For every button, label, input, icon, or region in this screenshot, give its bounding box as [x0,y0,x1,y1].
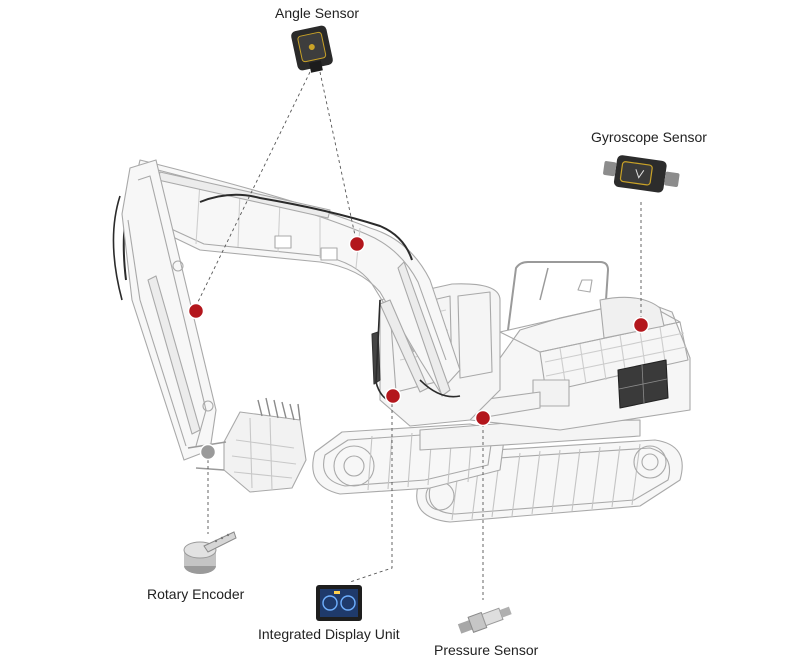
arm [121,159,217,461]
pressure-sensor-icon [457,606,512,634]
marker-display[interactable] [384,387,402,405]
upper-body [469,261,691,431]
leader-display [349,404,393,583]
angle-sensor-icon [291,25,333,73]
marker-rotary[interactable] [199,443,217,461]
gyroscope-sensor-label: Gyroscope Sensor [591,129,707,145]
excavator-wireframe [112,159,691,523]
angle-sensor-label: Angle Sensor [275,5,360,21]
boom [112,159,461,403]
marker-pressure[interactable] [474,409,492,427]
gyroscope-sensor-icon [603,155,680,193]
pressure-sensor-label: Pressure Sensor [434,642,539,658]
leader-angle-right [319,71,357,241]
leader-angle-left [195,71,311,307]
marker-angle-arm[interactable] [187,302,205,320]
rotary-encoder-icon [183,531,237,574]
integrated-display-unit-label: Integrated Display Unit [258,626,400,642]
display-unit-icon [316,585,362,621]
sensor-markers [187,235,650,461]
marker-gyroscope[interactable] [632,316,650,334]
marker-angle-boom[interactable] [348,235,366,253]
rotary-encoder-label: Rotary Encoder [147,586,245,602]
leader-lines [195,71,642,600]
bucket [187,397,307,493]
